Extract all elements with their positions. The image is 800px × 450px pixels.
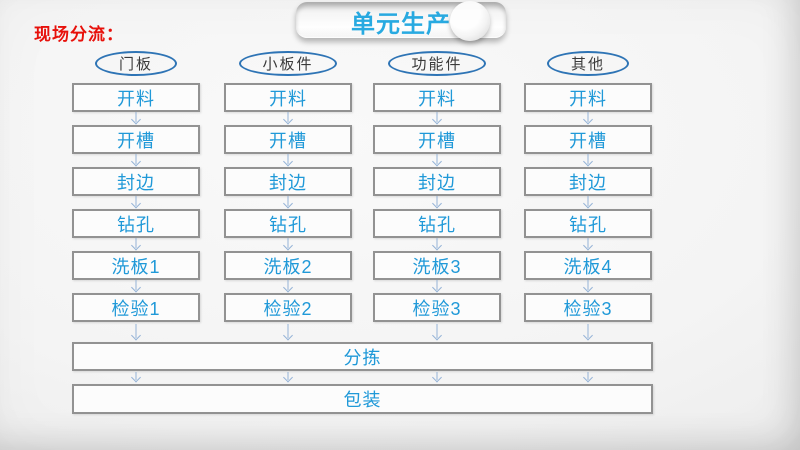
process-step-box: 检验3 — [373, 293, 501, 322]
sphere-decoration — [450, 1, 490, 41]
column-header-oval: 功能件 — [388, 51, 486, 76]
process-step-box: 封边 — [72, 167, 200, 196]
process-step-box: 开槽 — [224, 125, 352, 154]
column-header-oval: 其他 — [547, 51, 629, 76]
flow-column-2: 小板件 开料 开槽 封边 钻孔 洗板2 检验2 — [224, 51, 352, 322]
arrow-down-icon — [431, 280, 443, 293]
process-step-box: 开料 — [224, 83, 352, 112]
arrow-down-icon — [130, 112, 142, 125]
column-header-oval: 门板 — [95, 51, 177, 76]
arrow-down-icon — [582, 324, 594, 341]
process-step-box: 开料 — [524, 83, 652, 112]
process-step-box: 开料 — [72, 83, 200, 112]
arrow-down-icon — [582, 196, 594, 209]
arrow-down-icon — [282, 324, 294, 341]
process-step-box: 分拣 — [72, 342, 653, 371]
process-step-box: 开料 — [373, 83, 501, 112]
arrow-down-icon — [582, 280, 594, 293]
arrow-down-icon — [431, 372, 443, 383]
arrow-down-icon — [282, 280, 294, 293]
arrow-down-icon — [431, 112, 443, 125]
arrow-down-icon — [582, 154, 594, 167]
slide-title: 单元生产 — [351, 10, 451, 38]
column-header-oval: 小板件 — [239, 51, 337, 76]
arrow-down-icon — [130, 154, 142, 167]
arrow-down-icon — [582, 112, 594, 125]
process-step-box: 洗板3 — [373, 251, 501, 280]
arrow-down-icon — [431, 196, 443, 209]
arrow-down-icon — [130, 238, 142, 251]
arrow-down-icon — [582, 372, 594, 383]
flow-column-1: 门板 开料 开槽 封边 钻孔 洗板1 检验1 — [72, 51, 200, 322]
process-step-box: 检验1 — [72, 293, 200, 322]
arrow-down-icon — [582, 238, 594, 251]
process-step-box: 钻孔 — [524, 209, 652, 238]
arrow-down-icon — [282, 238, 294, 251]
arrow-down-icon — [282, 154, 294, 167]
process-step-box: 开槽 — [72, 125, 200, 154]
merge-step-box-sorting: 分拣 — [72, 342, 653, 371]
process-step-box: 钻孔 — [373, 209, 501, 238]
process-step-box: 开槽 — [373, 125, 501, 154]
process-step-box: 洗板2 — [224, 251, 352, 280]
arrow-down-icon — [431, 324, 443, 341]
section-label: 现场分流： — [34, 25, 124, 44]
flow-column-4: 其他 开料 开槽 封边 钻孔 洗板4 检验3 — [524, 51, 652, 322]
arrow-down-icon — [130, 324, 142, 341]
process-step-box: 检验2 — [224, 293, 352, 322]
arrow-down-icon — [282, 372, 294, 383]
process-step-box: 包装 — [72, 384, 653, 414]
flow-column-3: 功能件 开料 开槽 封边 钻孔 洗板3 检验3 — [373, 51, 501, 322]
arrow-down-icon — [130, 372, 142, 383]
arrow-down-icon — [130, 280, 142, 293]
arrow-down-icon — [130, 196, 142, 209]
process-step-box: 钻孔 — [72, 209, 200, 238]
process-step-box: 开槽 — [524, 125, 652, 154]
arrow-down-icon — [431, 154, 443, 167]
merge-step-box-packing: 包装 — [72, 384, 653, 414]
process-step-box: 洗板4 — [524, 251, 652, 280]
process-step-box: 钻孔 — [224, 209, 352, 238]
process-step-box: 洗板1 — [72, 251, 200, 280]
process-step-box: 封边 — [524, 167, 652, 196]
process-step-box: 检验3 — [524, 293, 652, 322]
arrow-down-icon — [431, 238, 443, 251]
arrow-down-icon — [282, 196, 294, 209]
process-step-box: 封边 — [224, 167, 352, 196]
arrow-down-icon — [282, 112, 294, 125]
process-step-box: 封边 — [373, 167, 501, 196]
